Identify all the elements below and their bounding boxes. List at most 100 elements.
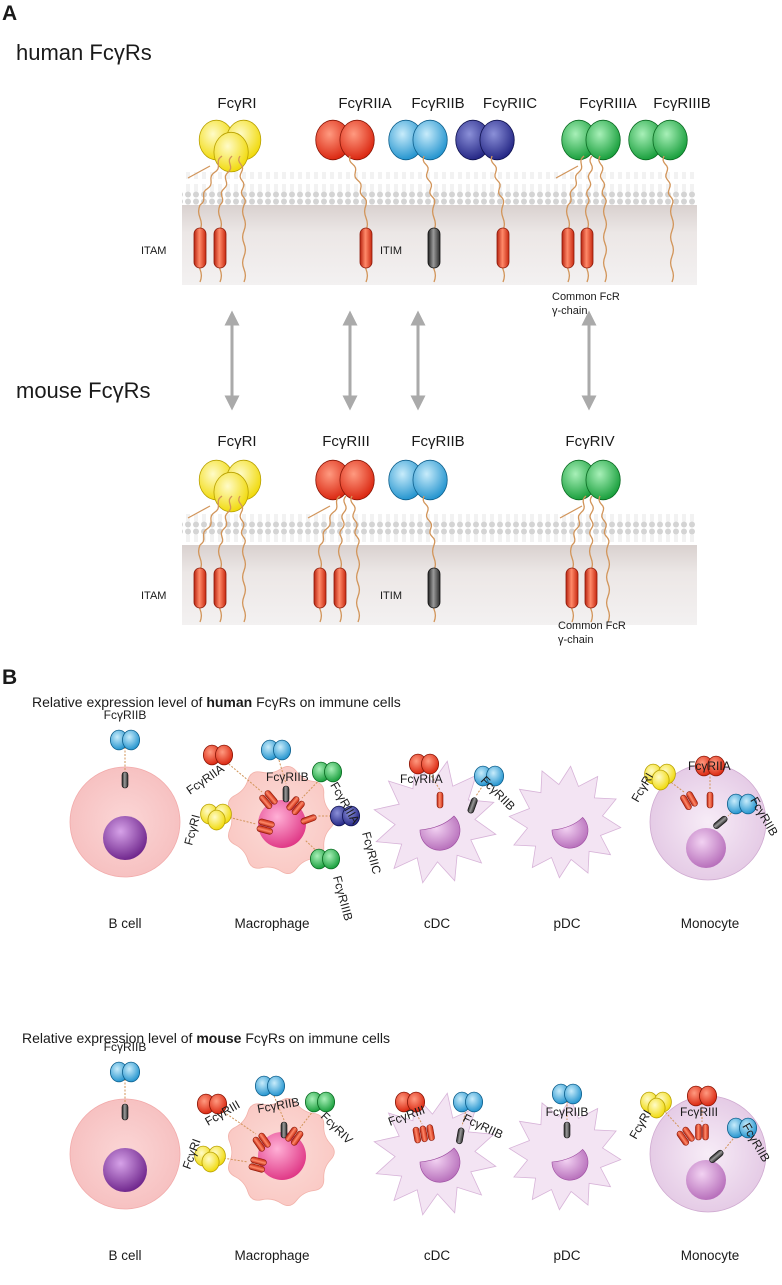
mouse-mac-fcgr2b xyxy=(254,1075,288,1139)
mouse-common-chain: γ-chain xyxy=(558,634,593,646)
mouse-cdc-fcgr3 xyxy=(394,1091,435,1144)
mouse-membrane xyxy=(182,512,697,625)
fcgr2a-heads xyxy=(694,755,726,777)
panel-a-letter: A xyxy=(2,2,17,25)
human-monocyte-nucleus xyxy=(686,828,726,868)
itam-motif xyxy=(561,227,575,269)
mouse-itim-label: ITIM xyxy=(380,590,402,602)
tm-chain xyxy=(199,155,223,206)
tm-chain xyxy=(339,495,347,546)
human-mac-label: FcγRIIB xyxy=(266,770,309,784)
human-receptor-label: FcγRIIA xyxy=(338,95,391,112)
fcgr2b-heads xyxy=(551,1083,583,1105)
title-part: Relative expression level of xyxy=(22,1030,196,1046)
mouse-receptor-label: FcγRIIB xyxy=(411,433,464,450)
fcgr2a-heads xyxy=(315,119,375,161)
human-pdc xyxy=(508,765,622,879)
mouse-fcgr3 xyxy=(307,459,375,623)
human-mac-label: FcγRIIIB xyxy=(330,874,355,922)
human-bcell-nucleus xyxy=(103,816,147,860)
tm-chain xyxy=(598,155,607,206)
human-bcell-fcgr2b xyxy=(109,729,141,789)
mouse-fcgr2b xyxy=(388,459,448,623)
mouse-bcell-nucleus xyxy=(103,1148,147,1192)
human-mac-label: FcγRI xyxy=(181,813,203,847)
fcgr3-heads xyxy=(561,459,621,501)
human-receptor-label: FcγRIIIA xyxy=(579,95,637,112)
tm-chain xyxy=(219,155,233,206)
human-cdc-nucleus xyxy=(419,815,461,851)
species-emphasis: human xyxy=(206,694,252,710)
tm-chain xyxy=(490,155,505,206)
fcgr2a-heads xyxy=(196,1093,228,1115)
mouse-mono-fcgr2b xyxy=(709,1117,758,1163)
tm-chain xyxy=(219,495,233,546)
panel-b-letter: B xyxy=(2,666,17,689)
mouse-label-cdc: cDC xyxy=(424,1248,450,1263)
mouse-itam-label: ITAM xyxy=(141,590,166,602)
fcgr1-heads xyxy=(194,1145,226,1173)
cytoplasmic-tail xyxy=(669,204,675,283)
mouse-receptor-label: FcγRIII xyxy=(322,433,370,450)
mouse-fcgr4 xyxy=(559,459,621,623)
fcgr2b-heads xyxy=(109,729,141,751)
human-label-monocyte: Monocyte xyxy=(681,916,740,931)
human-common-chain: Common FcR xyxy=(552,291,620,303)
human-mac-label: FcγRIIA xyxy=(184,762,227,798)
fcgr2b-heads xyxy=(388,119,448,161)
mouse-pdc-label: FcγRIIB xyxy=(546,1105,589,1119)
mouse-mono-label: FcγRI xyxy=(626,1107,654,1141)
human-mono-label: FcγRIIA xyxy=(688,759,731,773)
fcgr2a-heads xyxy=(394,1091,426,1113)
tm-chain xyxy=(567,155,585,206)
human-mac-fcgr3b xyxy=(304,839,341,870)
mouse-fcgr1 xyxy=(187,459,262,623)
human-receptor-label: FcγRIIIB xyxy=(653,95,711,112)
human-mac-fcgr2c xyxy=(300,805,361,827)
species-emphasis: mouse xyxy=(196,1030,241,1046)
mouse-expression-title: Relative expression level of mouse FcγRs… xyxy=(22,1030,390,1046)
mouse-mono-fcgr3 xyxy=(686,1085,718,1141)
human-mac-fcgr3a xyxy=(286,761,343,816)
itam-motif xyxy=(359,227,373,269)
mouse-mono-label: FcγRIII xyxy=(680,1105,718,1119)
human-mono-fcgr2a xyxy=(694,755,726,809)
human-fcgr3a xyxy=(555,119,621,283)
human-receptor-label: FcγRIIB xyxy=(411,95,464,112)
tm-chain xyxy=(422,155,436,206)
human-fcgr2a xyxy=(315,119,375,283)
tm-chain xyxy=(662,155,674,206)
human-cdc-fcgr2a xyxy=(408,753,444,809)
fcgr2b-heads xyxy=(388,459,448,501)
cytoplasmic-tail xyxy=(605,544,611,623)
mouse-mac-fcgr4 xyxy=(285,1091,336,1146)
human-fcgr2c xyxy=(455,119,515,283)
itam-motif xyxy=(213,227,227,269)
fcgr3-heads xyxy=(561,119,621,161)
title-part: FcγRs on immune cells xyxy=(241,1030,390,1046)
mouse-bcell-receptor-label: FcγRIIB xyxy=(104,1040,147,1054)
human-mac-label: FcγRIIC xyxy=(359,830,384,876)
fcgr3-heads xyxy=(309,848,341,870)
cytoplasmic-tail xyxy=(241,204,247,283)
mouse-label-macrophage: Macrophage xyxy=(234,1248,309,1263)
mouse-cdc-nucleus xyxy=(419,1147,461,1183)
mouse-receptor-label: FcγRI xyxy=(217,433,256,450)
mouse-label-monocyte: Monocyte xyxy=(681,1248,740,1263)
fcgr2b-heads xyxy=(726,1117,758,1139)
mouse-common-chain: Common FcR xyxy=(558,620,626,632)
fcgr2a-heads xyxy=(315,459,375,501)
fcgr3-heads xyxy=(311,761,343,783)
itam-motif xyxy=(496,227,510,269)
human-common-chain: γ-chain xyxy=(552,305,587,317)
human-cdc-fcgr2b xyxy=(467,765,505,814)
human-bcell-receptor-label: FcγRIIB xyxy=(104,708,147,722)
human-expression-title: Relative expression level of human FcγRs… xyxy=(32,694,401,710)
fcgr1-heads xyxy=(644,763,676,791)
tm-chain xyxy=(422,495,436,546)
fcgr2a-heads xyxy=(408,753,440,775)
mouse-cdc-fcgr2b xyxy=(452,1091,484,1145)
fcgr2a-heads xyxy=(202,744,234,766)
lipid-bilayer xyxy=(182,172,697,205)
human-title: human FcγRs xyxy=(16,40,152,65)
